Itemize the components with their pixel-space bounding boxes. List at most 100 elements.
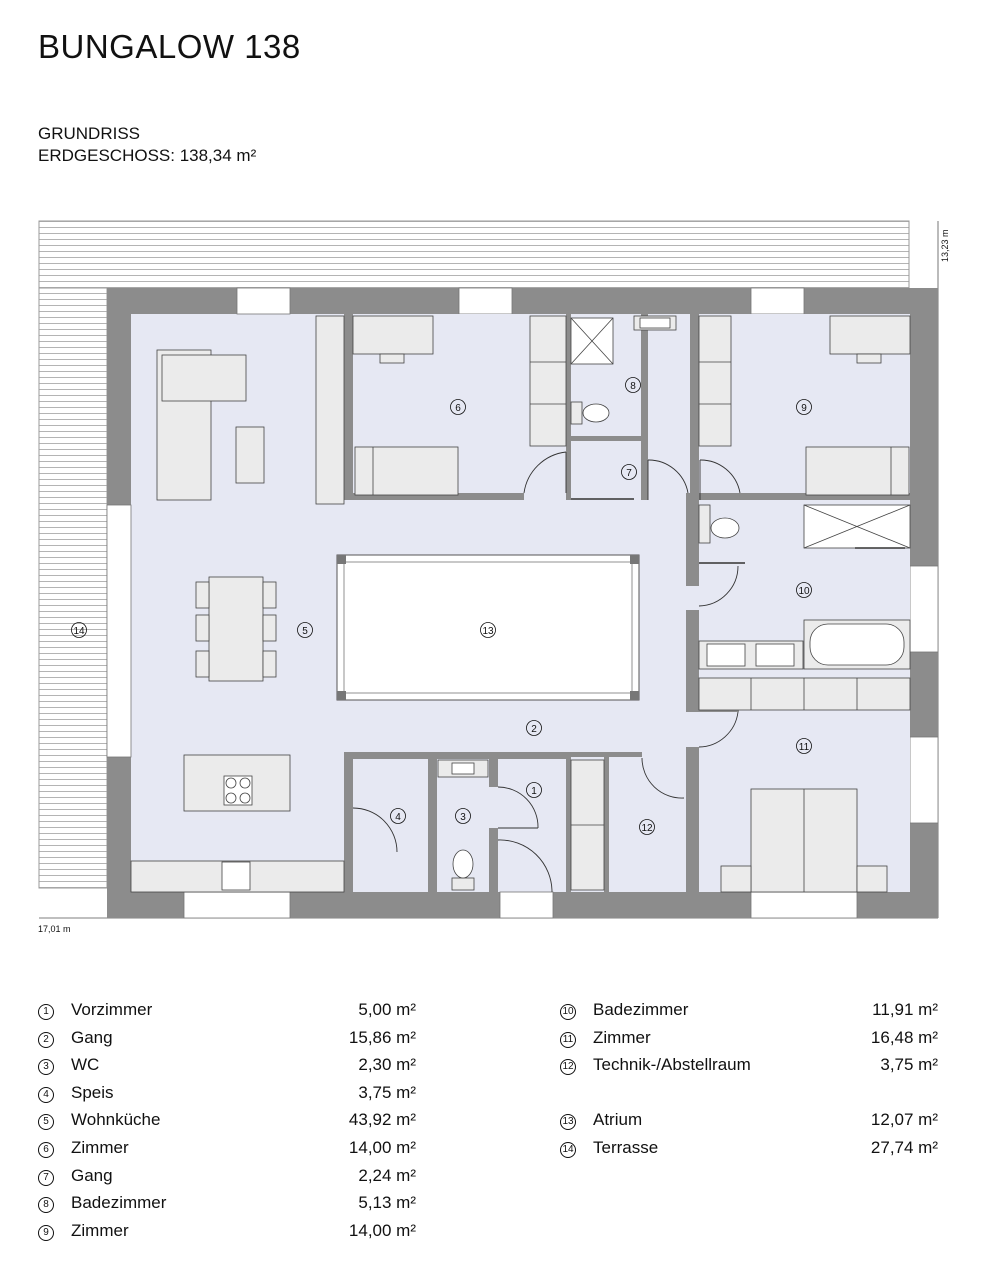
dining-table: [208, 576, 264, 682]
legend-number: 2: [38, 1031, 54, 1048]
furniture: [130, 315, 911, 893]
legend-row: 13 Atrium 12,07 m²: [560, 1110, 938, 1138]
room-label-9: 9: [801, 403, 807, 414]
wardrobe: [529, 315, 567, 447]
room-label-2: 2: [531, 724, 537, 735]
legend-room-name: Badezimmer: [593, 1000, 689, 1019]
nightstand: [856, 865, 888, 893]
floor-area-subtitle: ERDGESCHOSS: 138,34 m²: [38, 146, 257, 165]
toilet: [451, 877, 475, 891]
terrace-decking: [38, 220, 939, 919]
legend-room-area: 2,30 m²: [358, 1055, 416, 1075]
toilet: [570, 401, 583, 425]
legend-row: 5 Wohnküche 43,92 m²: [38, 1110, 416, 1138]
room-label-3: 3: [460, 812, 466, 823]
bed: [805, 446, 910, 496]
wardrobe: [698, 677, 911, 711]
legend-row: 3 WC 2,30 m²: [38, 1055, 416, 1083]
legend-room-name: Badezimmer: [71, 1193, 167, 1213]
wardrobe: [698, 315, 732, 447]
legend-number: 9: [38, 1224, 54, 1241]
coffee-table: [235, 426, 265, 484]
legend-room-name: Atrium: [593, 1110, 643, 1130]
legend-number: 5: [38, 1114, 54, 1131]
legend-room-area: 2,24 m²: [358, 1165, 416, 1185]
bed: [354, 446, 459, 496]
legend-room-area: 3,75 m²: [358, 1082, 416, 1102]
plan-subtitle: GRUNDRISS: [38, 124, 141, 143]
legend-room-area: 16,48 m²: [870, 1027, 938, 1047]
toilet: [698, 504, 711, 544]
legend-room-area: 15,86 m²: [348, 1027, 416, 1047]
room-label-11: 11: [799, 742, 810, 753]
floor-plan: 14 5 13 6 8 7 9 10 2 11 1 4 3 12: [38, 220, 939, 919]
legend-number: 11: [560, 1031, 576, 1048]
room-label-8: 8: [630, 381, 636, 392]
height-dimension: 13,23 m: [940, 229, 950, 262]
legend-number: 7: [38, 1169, 54, 1186]
atrium: [336, 554, 640, 701]
room-label-1: 1: [531, 786, 537, 797]
legend-row: 1 Vorzimmer 5,00 m²: [38, 1000, 416, 1028]
legend-number: 8: [38, 1197, 54, 1214]
legend-room-name: Wohnküche: [71, 1110, 161, 1130]
desk: [352, 315, 434, 355]
legend-room-name: Zimmer: [593, 1027, 651, 1047]
legend-row: 12 Technik-/Abstellraum 3,75 m²: [560, 1055, 938, 1083]
legend-number: 12: [560, 1059, 576, 1076]
legend-number: 3: [38, 1059, 54, 1076]
legend-room-area: 5,13 m²: [358, 1193, 416, 1213]
legend-room-area: 14,00 m²: [348, 1137, 416, 1157]
legend-row: 6 Zimmer 14,00 m²: [38, 1138, 416, 1166]
legend-row: 11 Zimmer 16,48 m²: [560, 1028, 938, 1056]
room-legend-right: 10 Badezimmer 11,91 m² 11 Zimmer 16,48 m² 12…: [560, 1000, 938, 1166]
legend-room-area: 12,07 m²: [870, 1110, 938, 1130]
legend-row: 4 Speis 3,75 m²: [38, 1083, 416, 1111]
legend-room-area: 5,00 m²: [358, 1000, 416, 1019]
room-label-6: 6: [455, 403, 461, 414]
legend-row: 8 Badezimmer 5,13 m²: [38, 1193, 416, 1221]
room-label-5: 5: [302, 626, 308, 637]
room-label-12: 12: [641, 823, 653, 834]
room-label-4: 4: [395, 812, 401, 823]
windows: [106, 287, 939, 919]
legend-row: 10 Badezimmer 11,91 m²: [560, 1000, 938, 1028]
room-label-7: 7: [626, 468, 632, 479]
wall-cabinet: [315, 315, 345, 505]
legend-room-name: Speis: [71, 1082, 114, 1102]
room-label-10: 10: [798, 586, 810, 597]
legend-number: 4: [38, 1086, 54, 1103]
legend-row: 14 Terrasse 27,74 m²: [560, 1138, 938, 1166]
legend-room-name: WC: [71, 1055, 100, 1075]
legend-row: 2 Gang 15,86 m²: [38, 1028, 416, 1056]
legend-number: 13: [560, 1114, 576, 1131]
sofa-chaise: [161, 354, 247, 402]
legend-row: 9 Zimmer 14,00 m²: [38, 1221, 416, 1249]
legend-room-area: 43,92 m²: [348, 1110, 416, 1130]
legend-room-area: 3,75 m²: [880, 1055, 938, 1075]
legend-room-name: Zimmer: [71, 1220, 129, 1240]
legend-row: 7 Gang 2,24 m²: [38, 1166, 416, 1194]
legend-room-name: Gang: [71, 1165, 113, 1185]
desk: [829, 315, 911, 355]
room-label-13: 13: [482, 626, 494, 637]
legend-room-area: 14,00 m²: [348, 1220, 416, 1240]
legend-number: 10: [560, 1004, 576, 1020]
legend-room-name: Gang: [71, 1027, 113, 1047]
legend-number: 6: [38, 1141, 54, 1158]
room-label-14: 14: [73, 626, 85, 637]
legend-room-area: 27,74 m²: [870, 1137, 938, 1157]
page-title: BUNGALOW 138: [38, 28, 301, 65]
legend-room-name: Vorzimmer: [71, 1000, 153, 1019]
legend-room-area: 11,91 m²: [872, 1000, 938, 1019]
doors: [352, 451, 905, 893]
legend-room-name: Terrasse: [593, 1137, 659, 1157]
room-labels: 14 5 13 6 8 7 9 10 2 11 1 4 3 12: [71, 377, 812, 835]
width-dimension: 17,01 m: [38, 924, 71, 934]
legend-room-name: Zimmer: [71, 1137, 129, 1157]
legend-number: 1: [38, 1004, 54, 1020]
nightstand: [720, 865, 752, 893]
legend-room-name: Technik-/Abstellraum: [593, 1055, 751, 1075]
legend-number: 14: [560, 1141, 576, 1158]
